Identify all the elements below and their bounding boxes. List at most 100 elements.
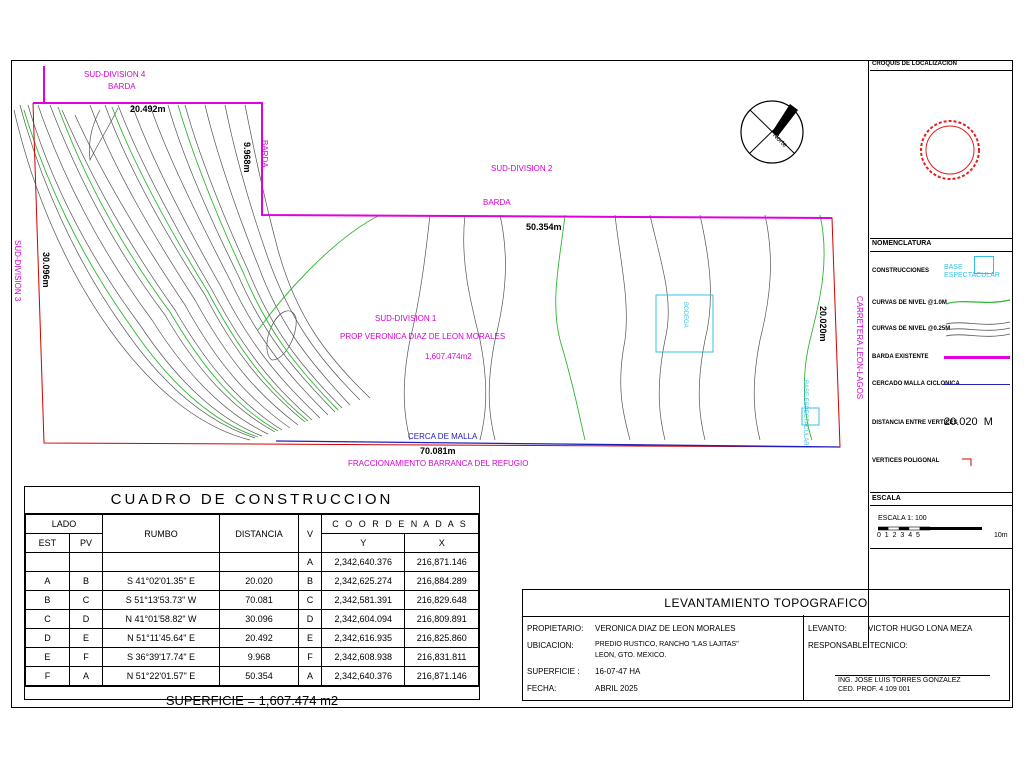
- propietario-value: VERONICA DIAZ DE LEON MORALES: [595, 624, 736, 633]
- scale-tick-end: 10m: [994, 532, 1008, 539]
- cell-pv: B: [68, 571, 104, 591]
- bodega-building: [655, 294, 714, 353]
- scale-bar: [878, 526, 982, 531]
- levanto-label: LEVANTO:: [808, 624, 847, 633]
- cell-v: A: [298, 666, 323, 686]
- cell-v: B: [298, 571, 323, 591]
- table-row: A 2,342,640.376 216,871.146: [25, 552, 479, 572]
- croquis-divider: [870, 70, 1013, 71]
- table-row: B C S 51°13'53.73" W 70.081 C 2,342,581.…: [25, 590, 479, 610]
- cell-distancia: 20.492: [219, 628, 300, 648]
- legend-curvas-025m-icon: [945, 321, 1011, 337]
- header-distancia: DISTANCIA: [219, 514, 300, 553]
- label-subdivision-2: SUD-DIVISION 2: [491, 164, 553, 173]
- dimension-left: 30.096m: [41, 252, 51, 288]
- propietario-label: PROPIETARIO:: [527, 624, 584, 633]
- label-barda-mid: BARDA: [483, 198, 511, 207]
- scale-tick: 2: [892, 532, 897, 539]
- cell-distancia: 50.354: [219, 666, 300, 686]
- label-barda-top: BARDA: [108, 82, 136, 91]
- property-boundary: [32, 102, 841, 448]
- cell-rumbo: S 36°39'17.74" E: [102, 647, 221, 667]
- superficie-value: 16-07-47 HA: [595, 667, 641, 676]
- cell-rumbo: S 41°02'01.35" E: [102, 571, 221, 591]
- cell-pv: F: [68, 647, 104, 667]
- superficie-label: SUPERFICIE :: [527, 667, 580, 676]
- cell-x: 216,809.891: [404, 609, 479, 629]
- cerca-malla-line: [275, 440, 841, 448]
- escala-text: ESCALA 1: 100: [878, 515, 927, 522]
- cell-x: 216,825.860: [404, 628, 479, 648]
- cell-rumbo: N 41°01'58.82" W: [102, 609, 221, 629]
- label-barda-right: BARDA: [260, 140, 269, 168]
- cell-pv: E: [68, 628, 104, 648]
- cell-distancia: 9.968: [219, 647, 300, 667]
- responsable-label: RESPONSABLE TECNICO:: [808, 641, 908, 650]
- header-y: Y: [321, 533, 406, 553]
- cell-x: 216,871.146: [404, 666, 479, 686]
- cell-x: 216,884.289: [404, 571, 479, 591]
- cell-y: 2,342,581.391: [321, 590, 406, 610]
- contour-lines-major: [23, 104, 825, 441]
- scale-tick: 1: [884, 532, 889, 539]
- cell-y: 2,342,640.376: [321, 552, 406, 572]
- croquis-title: CROQUIS DE LOCALIZACION: [872, 61, 957, 67]
- cell-v: D: [298, 609, 323, 629]
- table-row: C D N 41°01'58.82" W 30.096 D 2,342,604.…: [25, 609, 479, 629]
- fecha-label: FECHA:: [527, 684, 557, 693]
- legend-curvas-025m-label: CURVAS DE NIVEL @0.25M: [872, 326, 951, 332]
- header-est: EST: [25, 533, 70, 553]
- cell-est: A: [25, 571, 70, 591]
- legend-cercado-label: CERCADO MALLA CICLONICA: [872, 381, 960, 387]
- label-area: 1,607.474m2: [425, 352, 472, 361]
- cell-y: 2,342,604.094: [321, 609, 406, 629]
- header-coordenadas: C O O R D E N A D A S: [321, 514, 479, 534]
- legend-construcciones-label: CONSTRUCCIONES: [872, 268, 930, 274]
- label-subdivision-3: SUD-DIVISION 3: [13, 240, 22, 302]
- label-subdivision-1: SUD-DIVISION 1: [375, 314, 437, 323]
- cell-y: 2,342,625.274: [321, 571, 406, 591]
- header-pv: PV: [68, 533, 104, 553]
- signature-line: [835, 675, 990, 676]
- label-cerca-malla: CERCA DE MALLA: [408, 432, 478, 441]
- cell-distancia: 20.020: [219, 571, 300, 591]
- cell-distancia: 70.081: [219, 590, 300, 610]
- base-espectacular: [801, 407, 820, 426]
- cell-est: C: [25, 609, 70, 629]
- legend-vertices-label: VERTICES POLIGONAL: [872, 458, 940, 464]
- escala-top-divider: [870, 492, 1013, 493]
- dimension-top: 20.492m: [130, 104, 166, 114]
- scale-ticks: 0 1 2 3 4 5: [877, 532, 920, 539]
- cell-distancia: 30.096: [219, 609, 300, 629]
- label-carretera: CARRETERA LEON-LAGOS: [855, 296, 864, 400]
- cell-pv: D: [68, 609, 104, 629]
- cell-v: A: [298, 552, 323, 572]
- cuadro-construccion: CUADRO DE CONSTRUCCION LADO RUMBO DISTAN…: [24, 486, 480, 708]
- cuadro-table: LADO RUMBO DISTANCIA V C O O R D E N A D…: [24, 514, 479, 686]
- legend-curvas-1m-label: CURVAS DE NIVEL @1.0M: [872, 300, 947, 306]
- location-map-icon: [920, 120, 980, 180]
- scale-tick: 5: [915, 532, 920, 539]
- nomenclatura-title: NOMENCLATURA: [872, 240, 932, 247]
- table-row: A B S 41°02'01.35" E 20.020 B 2,342,625.…: [25, 571, 479, 591]
- cell-y: 2,342,608.938: [321, 647, 406, 667]
- cell-rumbo: S 51°13'53.73" W: [102, 590, 221, 610]
- title-block: LEVANTAMIENTO TOPOGRAFICO: [522, 589, 1010, 701]
- cell-pv: C: [68, 590, 104, 610]
- fecha-value: ABRIL 2025: [595, 684, 638, 693]
- header-x: X: [404, 533, 479, 553]
- side-panel-divider: [868, 60, 869, 648]
- cell-pv: A: [68, 666, 104, 686]
- cell-v: F: [298, 647, 323, 667]
- dimension-right: 20.020m: [818, 306, 828, 342]
- header-v: V: [298, 514, 323, 553]
- levanto-value: VICTOR HUGO LONA MEZA: [868, 624, 973, 633]
- cell-v: E: [298, 628, 323, 648]
- legend-construcciones-sample: BASE ESPECTACULAR: [944, 264, 1000, 279]
- escala-title: ESCALA: [872, 495, 901, 502]
- cell-est: F: [25, 666, 70, 686]
- cell-v: C: [298, 590, 323, 610]
- ubicacion-line-1: PREDIO RUSTICO, RANCHO "LAS LAJITAS": [595, 641, 739, 648]
- cell-x: 216,831.811: [404, 647, 479, 667]
- ubicacion-label: UBICACION:: [527, 641, 574, 650]
